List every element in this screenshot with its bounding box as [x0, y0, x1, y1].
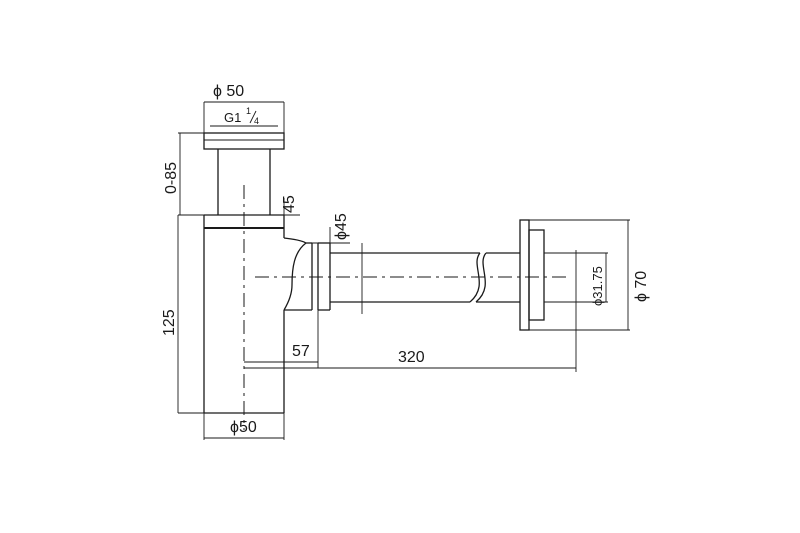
flange-diameter-label: ϕ 70	[633, 271, 650, 302]
height-125-label: 125	[161, 309, 178, 336]
center-lines	[243, 185, 570, 430]
dimension-outlet-diameter: ϕ45	[312, 213, 365, 314]
offset-57-label: 57	[292, 343, 310, 360]
dimension-height-125: 125	[161, 215, 204, 414]
dimension-height-range: 0-85	[163, 132, 204, 216]
length-320-label: 320	[398, 349, 425, 366]
thread-fraction-numerator: 1	[246, 106, 251, 116]
upper-stem	[217, 149, 271, 215]
trap-body	[203, 214, 285, 414]
dimension-top-diameter: ϕ 50	[203, 83, 285, 133]
dimension-thread: G1 1 4	[210, 106, 278, 127]
height-range-label: 0-85	[163, 162, 180, 194]
dimension-pipe-diameter: ϕ31.75	[544, 252, 608, 306]
outlet-diameter-label: ϕ45	[333, 213, 350, 240]
width-45-label: 45	[281, 195, 298, 213]
dimension-lengths: 57 320	[244, 250, 577, 372]
top-diameter-label: ϕ 50	[213, 83, 244, 100]
dimension-flange-diameter: ϕ 70	[529, 219, 650, 331]
top-cap	[203, 132, 285, 150]
dimension-width-45: 45	[270, 195, 300, 225]
thread-fraction-denominator: 4	[254, 116, 259, 126]
bottom-diameter-label: ϕ50	[230, 419, 257, 436]
outlet-connector	[283, 237, 331, 311]
thread-main-label: G1	[224, 110, 241, 125]
pipe-diameter-label: ϕ31.75	[590, 266, 605, 306]
wall-flange	[519, 219, 545, 331]
dimension-bottom-diameter: ϕ50	[203, 413, 285, 440]
